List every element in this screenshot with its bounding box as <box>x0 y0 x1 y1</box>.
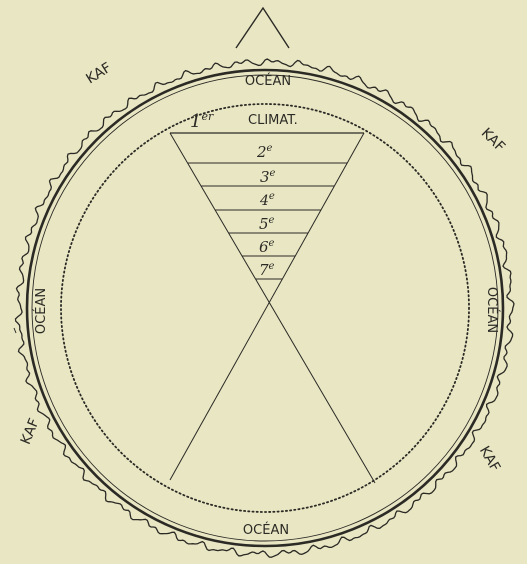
climate-1-word: CLIMAT. <box>248 113 298 128</box>
outer-ocean-circle <box>27 70 503 546</box>
climate-7-label: 7e <box>259 261 275 279</box>
kaf-label-bottom-right: KAF <box>476 443 503 474</box>
climate-6-label: 6e <box>259 238 275 256</box>
kaf-mountain-ring <box>16 59 515 557</box>
climate-3-label: 3e <box>260 168 276 186</box>
climate-5-label: 5e <box>259 215 275 233</box>
climate-2-label: 2e <box>256 143 273 161</box>
kaf-label-top-left: KAF <box>83 60 114 88</box>
kaf-label-bottom-left: KAF <box>18 416 43 447</box>
climate-4-label: 4e <box>259 191 275 209</box>
earth-dotted-circle <box>61 104 469 512</box>
kaf-label-top-right: KAF <box>478 125 508 155</box>
climate-1-label: 1er <box>190 110 214 132</box>
ocean-label-top: OCÉAN <box>245 73 291 89</box>
mountain-peak <box>236 8 289 48</box>
ocean-label-bottom: OCÉAN <box>243 522 289 538</box>
stray-mark <box>14 328 16 333</box>
ocean-label-right: OCÉAN <box>484 287 500 333</box>
ocean-label-left: OCÉAN <box>33 288 49 334</box>
